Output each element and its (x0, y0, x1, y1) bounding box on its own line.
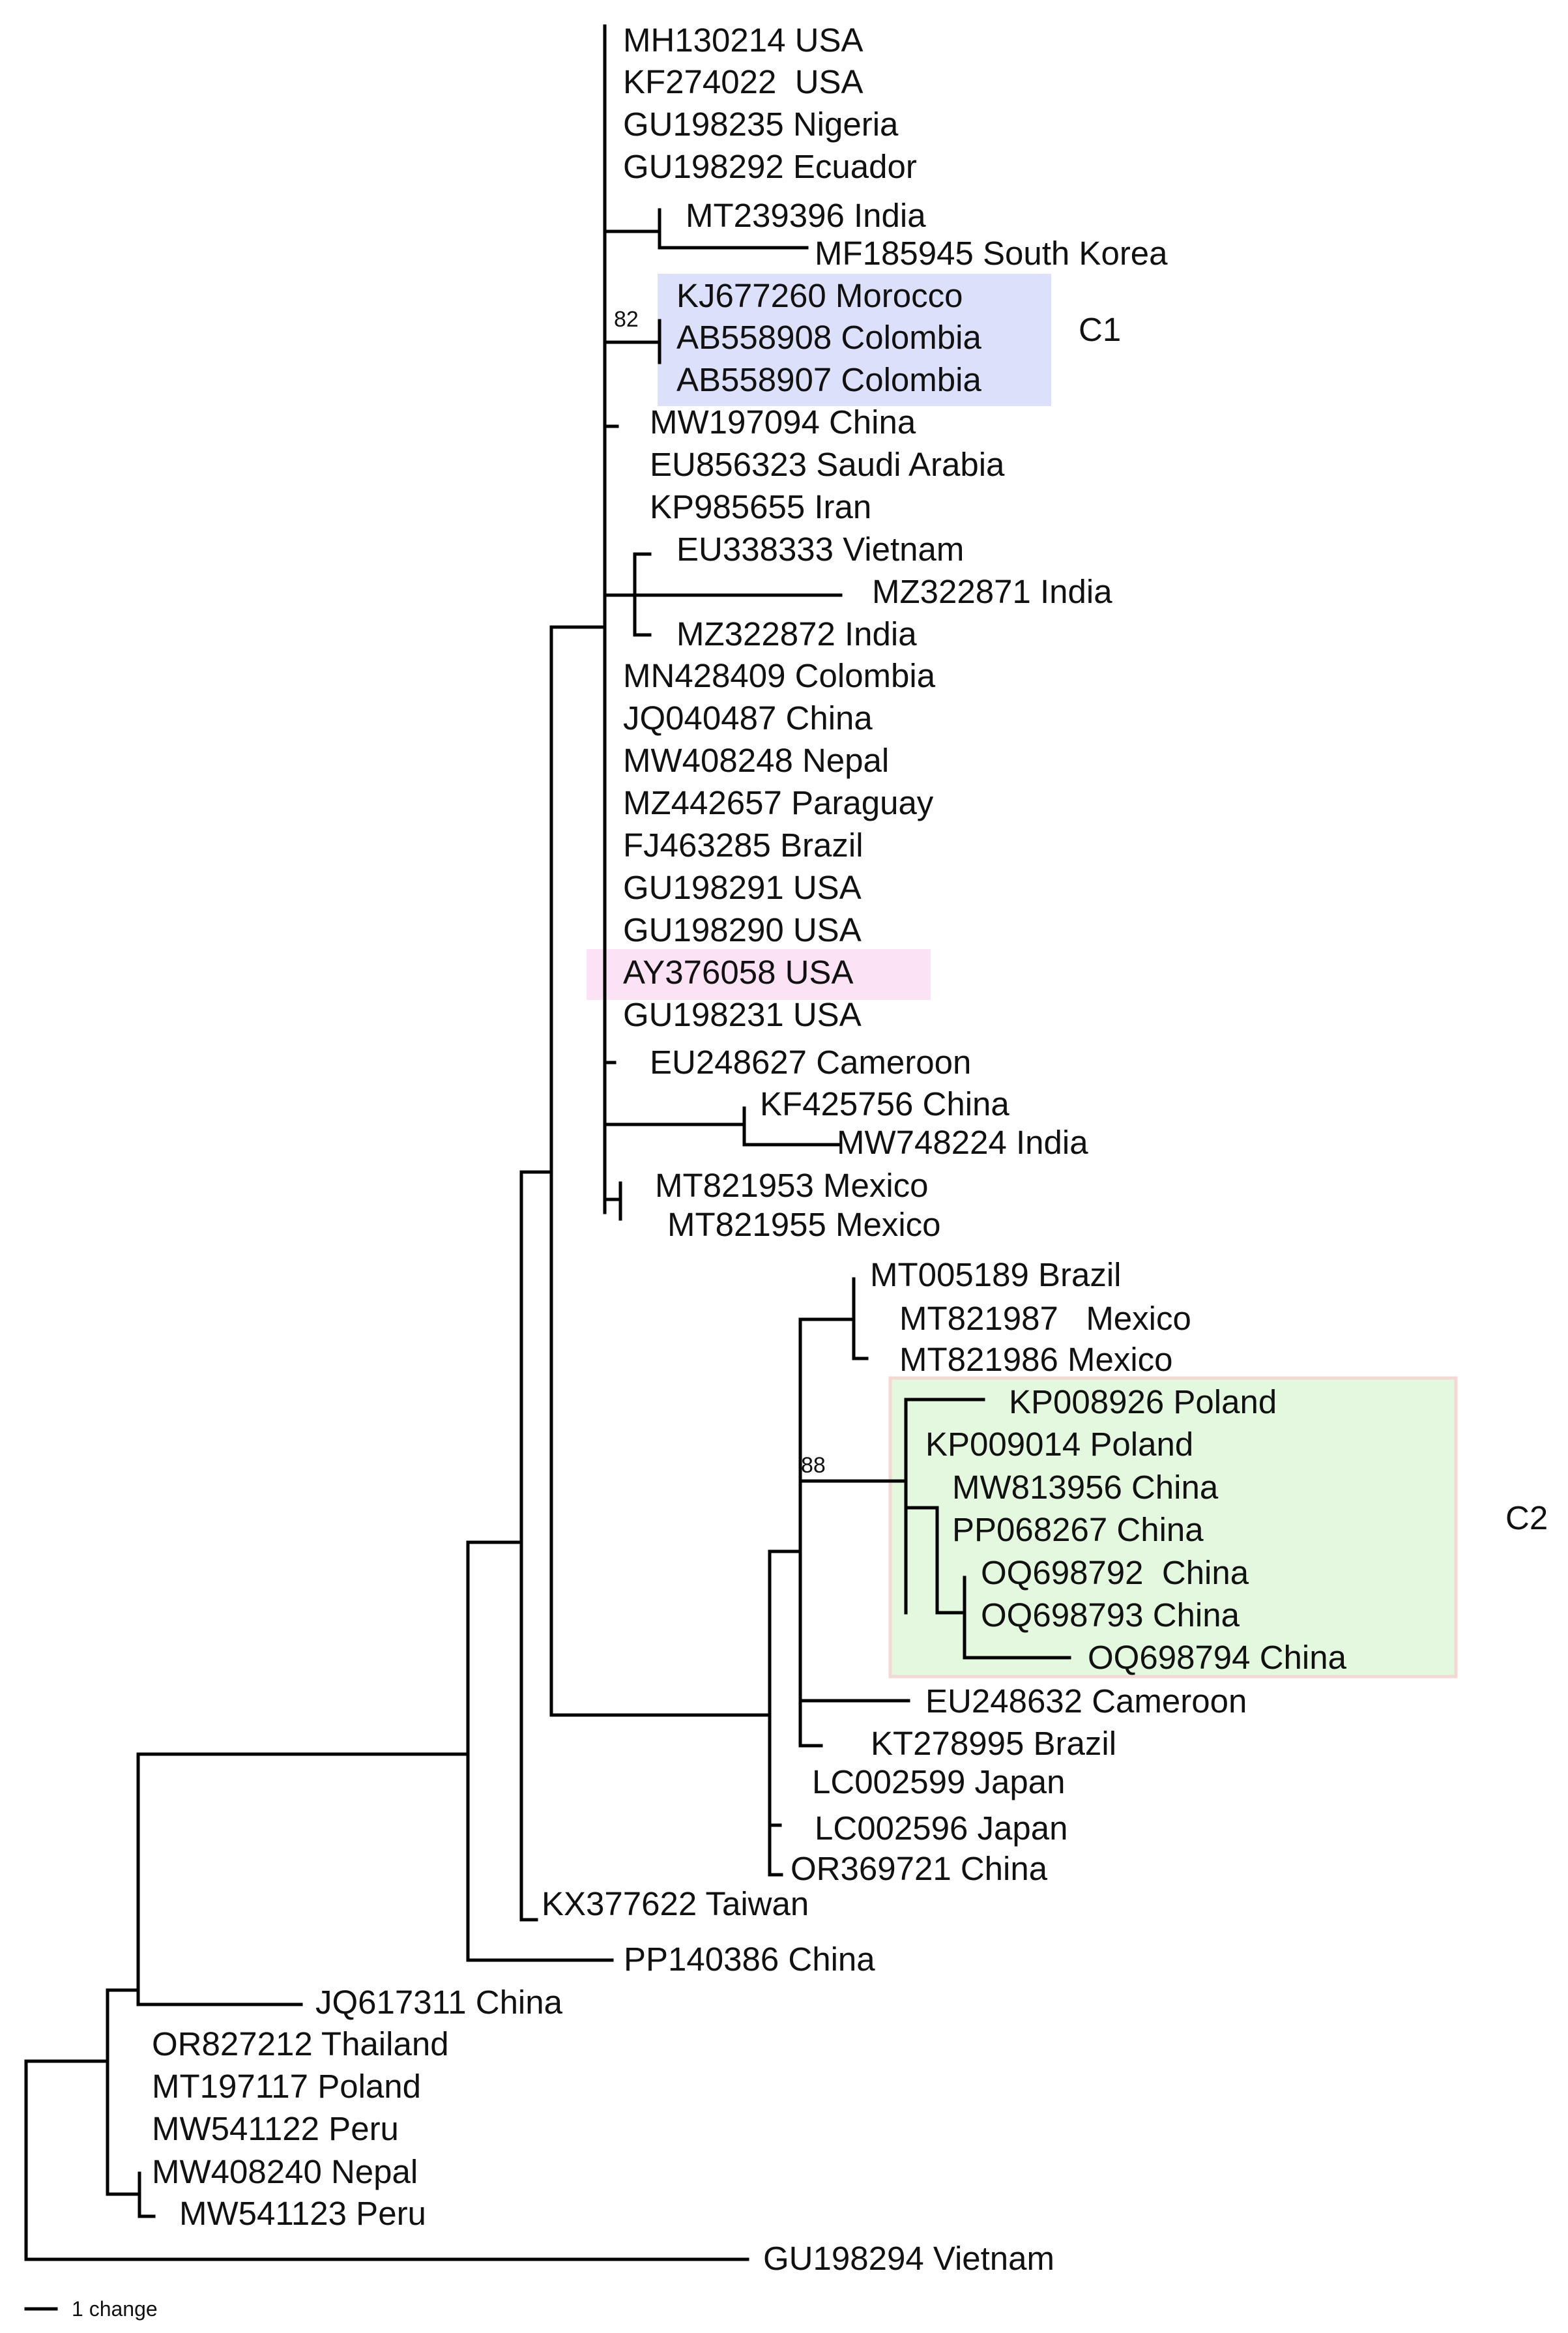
leaf-label: MZ322871 India (872, 573, 1112, 610)
leaf-label: MW541122 Peru (152, 2110, 399, 2147)
leaf-label: KF274022 USA (623, 63, 864, 100)
clade-label-c1: C1 (1079, 311, 1121, 348)
leaf-label: MT005189 Brazil (870, 1256, 1122, 1293)
leaf-label: OQ698794 China (1088, 1639, 1347, 1676)
leaf-label: MW197094 China (650, 404, 916, 441)
leaf-label: GU198291 USA (623, 869, 862, 906)
leaf-label: MW408240 Nepal (152, 2153, 418, 2190)
bootstrap-value: 88 (801, 1453, 826, 1478)
leaf-label: MZ442657 Paraguay (623, 784, 934, 821)
leaf-label: GU198235 Nigeria (623, 106, 899, 143)
leaf-label: AB558908 Colombia (676, 319, 981, 356)
leaf-labels: MH130214 USA KF274022 USA GU198235 Niger… (152, 22, 1347, 2277)
leaf-label: MT821986 Mexico (899, 1341, 1173, 1378)
leaf-label: JQ040487 China (623, 699, 873, 737)
leaf-label: LC002596 Japan (815, 1810, 1068, 1847)
leaf-label: MW408248 Nepal (623, 742, 889, 779)
leaf-label: KF425756 China (760, 1085, 1009, 1122)
leaf-label: LC002599 Japan (812, 1763, 1066, 1800)
leaf-label: MT197117 Poland (152, 2068, 421, 2105)
leaf-label: AY376058 USA (623, 954, 853, 991)
leaf-label: GU198292 Ecuador (623, 148, 917, 185)
leaf-label: GU198290 USA (623, 911, 862, 948)
leaf-label: EU248627 Cameroon (650, 1044, 971, 1081)
leaf-label: KX377622 Taiwan (542, 1885, 809, 1922)
leaf-label: EU856323 Saudi Arabia (650, 446, 1005, 483)
leaf-label: MZ322872 India (676, 615, 917, 653)
leaf-label: EU338333 Vietnam (676, 531, 964, 568)
leaf-label: JQ617311 China (315, 1984, 563, 2021)
leaf-label: KP008926 Poland (1009, 1383, 1277, 1420)
reference-strain-highlight (587, 949, 931, 1000)
tree-branches (24, 24, 1071, 2311)
clade-label-c2: C2 (1505, 1499, 1548, 1536)
leaf-label: MW748224 India (837, 1124, 1088, 1161)
leaf-label: MH130214 USA (623, 22, 864, 59)
leaf-label: KJ677260 Morocco (676, 277, 963, 314)
leaf-label: MT821953 Mexico (655, 1167, 929, 1204)
leaf-label: AB558907 Colombia (676, 361, 981, 398)
bootstrap-value: 82 (614, 307, 639, 332)
leaf-label: PP140386 China (624, 1941, 875, 1978)
leaf-label: OQ698793 China (981, 1596, 1240, 1634)
leaf-label: GU198294 Vietnam (763, 2240, 1054, 2277)
clade-c2-highlight (888, 1376, 1458, 1679)
leaf-label: OR827212 Thailand (152, 2025, 449, 2062)
leaf-label: OR369721 China (791, 1850, 1048, 1887)
leaf-label: OQ698792 China (981, 1554, 1249, 1591)
leaf-label: FJ463285 Brazil (623, 827, 864, 864)
leaf-label: EU248632 Cameroon (925, 1682, 1247, 1720)
leaf-label: KP009014 Poland (925, 1426, 1193, 1463)
scale-bar-label: 1 change (72, 2297, 158, 2321)
leaf-label: GU198231 USA (623, 996, 862, 1033)
leaf-label: PP068267 China (952, 1511, 1204, 1548)
leaf-label: MT821987 Mexico (899, 1300, 1191, 1337)
leaf-label: MT239396 India (686, 197, 926, 234)
leaf-label: KP985655 Iran (650, 488, 871, 525)
leaf-label: MN428409 Colombia (623, 657, 936, 694)
leaf-label: MF185945 South Korea (815, 235, 1168, 272)
leaf-label: MW541123 Peru (179, 2195, 426, 2232)
leaf-label: KT278995 Brazil (871, 1725, 1116, 1762)
clade-c1-highlight (658, 274, 1051, 406)
leaf-label: MT821955 Mexico (667, 1206, 941, 1243)
leaf-label: MW813956 China (952, 1469, 1219, 1506)
